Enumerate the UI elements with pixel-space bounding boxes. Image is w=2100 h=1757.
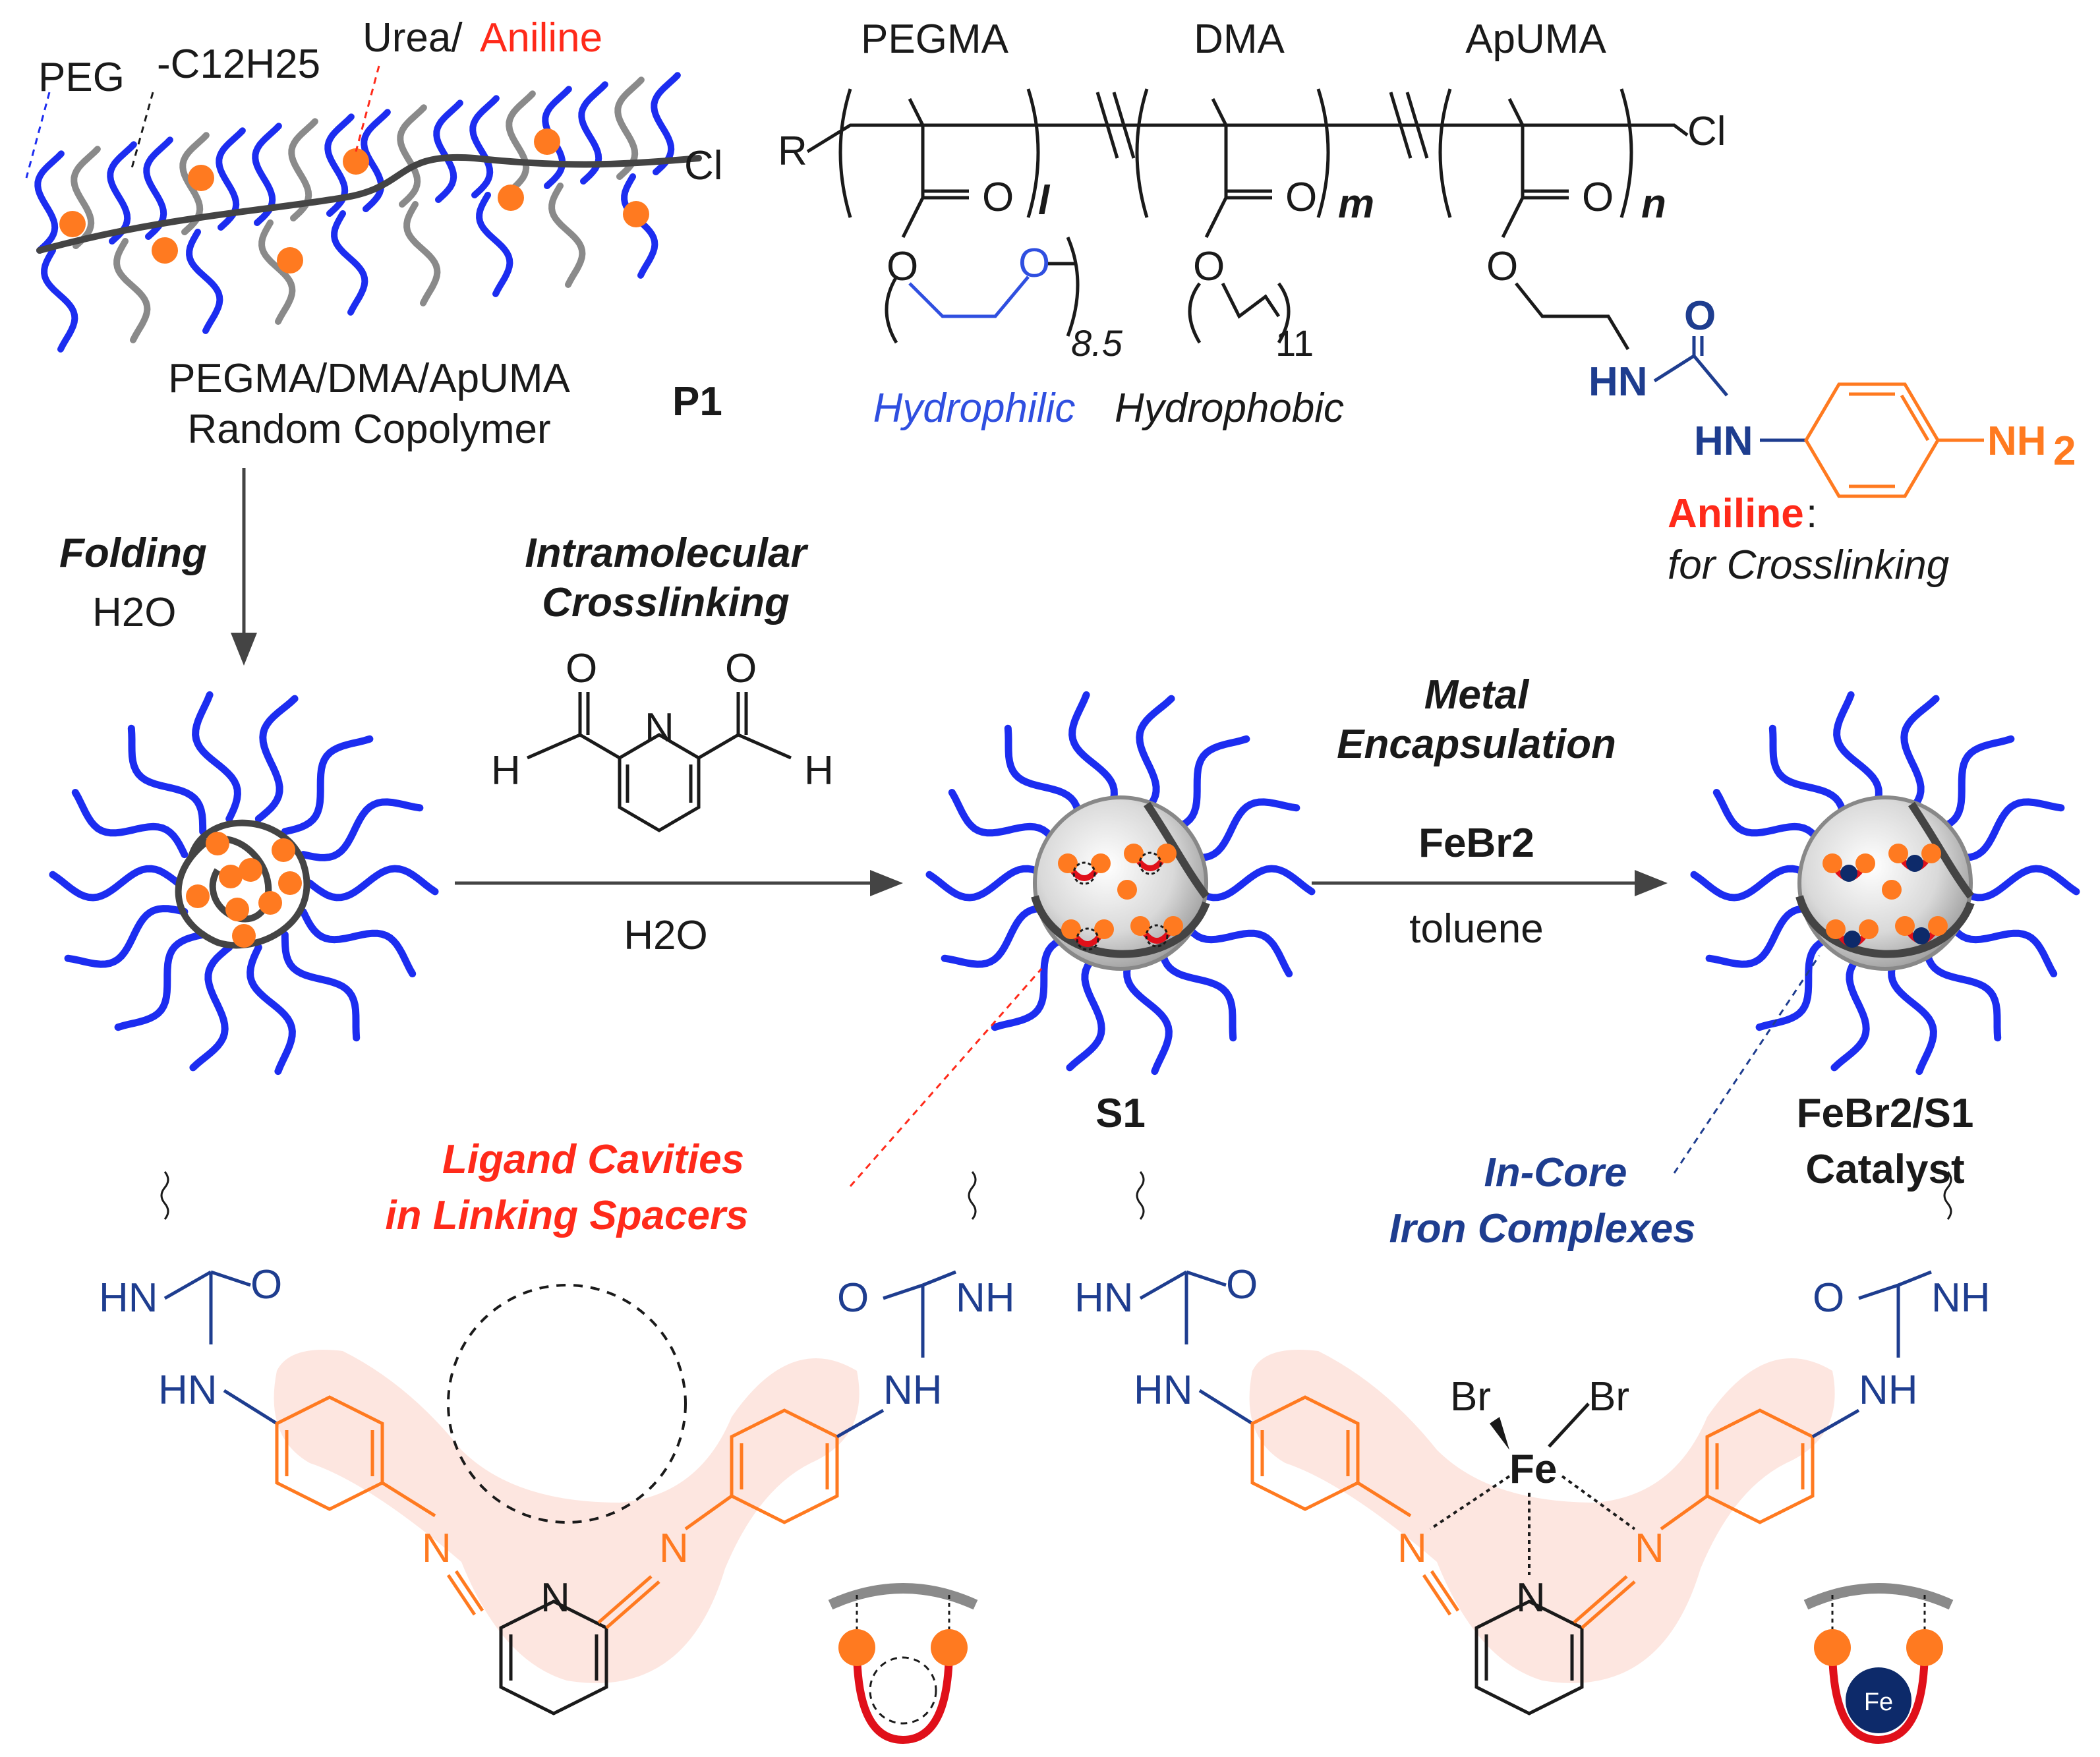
end-group-cl: Cl [1687, 109, 1726, 154]
peg-repeat-8-5: 8.5 [1071, 322, 1123, 364]
block-dma: DMA [1194, 16, 1285, 62]
p1-id: P1 [672, 379, 722, 424]
svg-text:N: N [1516, 1575, 1546, 1621]
iron-callout-line1: In-Core [1484, 1150, 1627, 1195]
subscript-l: l [1038, 178, 1051, 223]
svg-text:Br: Br [1589, 1374, 1629, 1420]
r-group: R [778, 129, 807, 174]
alkyl-label: -C12H25 [157, 42, 320, 87]
svg-text:O: O [725, 646, 757, 691]
p1-chain-end-cl: Cl [684, 143, 723, 188]
svg-text:Fe: Fe [1509, 1447, 1557, 1492]
alkyl-repeat-11: 11 [1275, 322, 1314, 364]
metal-label-line2: Encapsulation [1337, 722, 1616, 767]
crosslink-solvent: H2O [624, 913, 707, 958]
subscript-m: m [1338, 181, 1374, 227]
folding-solvent: H2O [92, 590, 176, 635]
svg-text:H: H [804, 748, 834, 793]
svg-text:N: N [659, 1526, 689, 1571]
svg-text:HN: HN [99, 1275, 158, 1321]
metal-encapsulation-step: Metal Encapsulation FeBr2 toluene [1312, 672, 1668, 952]
metal-reagent: FeBr2 [1418, 821, 1534, 866]
svg-text:O: O [1193, 244, 1225, 289]
iron-complex-structure: HN O HN N N N NH O NH Fe Br Br [1074, 1171, 1991, 1744]
svg-text:O: O [1226, 1262, 1258, 1308]
p1-backbone [36, 154, 702, 254]
svg-text:O: O [1486, 244, 1518, 289]
svg-text:HN: HN [1134, 1368, 1193, 1413]
aniline-note-colon: : [1806, 491, 1817, 536]
fe-icon-label: Fe [1864, 1688, 1893, 1716]
metal-solvent: toluene [1409, 906, 1543, 952]
folded-single-chain-particle [49, 691, 439, 1076]
catalyst-nanoparticle [1690, 691, 2080, 1076]
ligand-callout-line2: in Linking Spacers [385, 1193, 748, 1238]
svg-text:NH: NH [956, 1275, 1015, 1321]
svg-text:NH: NH [1987, 418, 2047, 464]
svg-text:O: O [837, 1275, 869, 1321]
urea-label: Urea/ [363, 15, 463, 61]
svg-text:O: O [1018, 241, 1050, 286]
svg-text:N: N [1635, 1526, 1664, 1571]
svg-text:N: N [422, 1526, 452, 1571]
svg-text:NH: NH [1859, 1368, 1918, 1413]
svg-text:O: O [566, 646, 597, 691]
svg-text:O: O [887, 244, 918, 289]
p1-aniline-beads [59, 129, 649, 274]
polymer-structure: PEGMA DMA ApUMA R Cl O O O 8.5 l [778, 16, 2076, 588]
crosslinking-step: Intramolecular Crosslinking N O H O H H2… [455, 531, 903, 958]
hydrophilic-label: Hydrophilic [873, 386, 1076, 431]
peg-label: PEG [38, 55, 125, 100]
free-ligand-structure: HN O HN N N N NH O NH [99, 1171, 1015, 1744]
catalyst-label-line2: Catalyst [1805, 1147, 1964, 1192]
svg-text:N: N [645, 705, 674, 751]
p1-name-line1: PEGMA/DMA/ApUMA [168, 356, 570, 401]
folding-label: Folding [59, 531, 207, 576]
subscript-n: n [1641, 181, 1666, 227]
catalyst-label-line1: FeBr2/S1 [1797, 1091, 1974, 1136]
s1-nanoparticle [925, 691, 1316, 1076]
hydrophobic-label: Hydrophobic [1115, 386, 1344, 431]
svg-text:NH: NH [883, 1368, 943, 1413]
svg-text:O: O [250, 1262, 282, 1308]
svg-text:NH: NH [1931, 1275, 1991, 1321]
svg-text:HN: HN [158, 1368, 218, 1413]
svg-text:2: 2 [2053, 428, 2076, 474]
svg-text:O: O [982, 175, 1014, 220]
folding-step: Folding H2O [59, 468, 257, 666]
block-pegma: PEGMA [861, 16, 1009, 62]
aniline-note-bold: Aniline [1668, 491, 1804, 536]
svg-text:O: O [1285, 175, 1317, 220]
svg-text:N: N [540, 1575, 570, 1621]
crosslink-label-line1: Intramolecular [525, 531, 808, 576]
s1-label: S1 [1095, 1091, 1146, 1136]
crosslink-label-line2: Crosslinking [542, 580, 790, 625]
p1-random-copolymer-cartoon: PEG -C12H25 Urea/ Aniline Cl PEGMA/DMA/A… [25, 15, 723, 452]
metal-label-line1: Metal [1424, 672, 1530, 718]
svg-text:O: O [1813, 1275, 1844, 1321]
svg-text:HN: HN [1589, 359, 1648, 405]
block-apuma: ApUMA [1465, 16, 1606, 62]
aniline-note-line2: for Crosslinking [1668, 542, 1949, 588]
pyridine-dicarbaldehyde-structure: N O H O H [491, 646, 834, 832]
svg-text:Br: Br [1450, 1374, 1491, 1420]
svg-text:O: O [1684, 293, 1716, 339]
svg-text:N: N [1397, 1526, 1427, 1571]
p1-side-chains [34, 72, 681, 353]
iron-callout-line2: Iron Complexes [1389, 1206, 1695, 1252]
svg-text:O: O [1582, 175, 1614, 220]
p1-name-line2: Random Copolymer [187, 407, 550, 452]
svg-text:HN: HN [1074, 1275, 1134, 1321]
fe-icon [1846, 1667, 1911, 1733]
empty-cavity-circle [447, 1284, 687, 1524]
svg-text:H: H [491, 748, 521, 793]
svg-text:HN: HN [1694, 418, 1753, 464]
ligand-callout-line1: Ligand Cavities [442, 1137, 744, 1182]
aniline-label: Aniline [480, 15, 602, 61]
